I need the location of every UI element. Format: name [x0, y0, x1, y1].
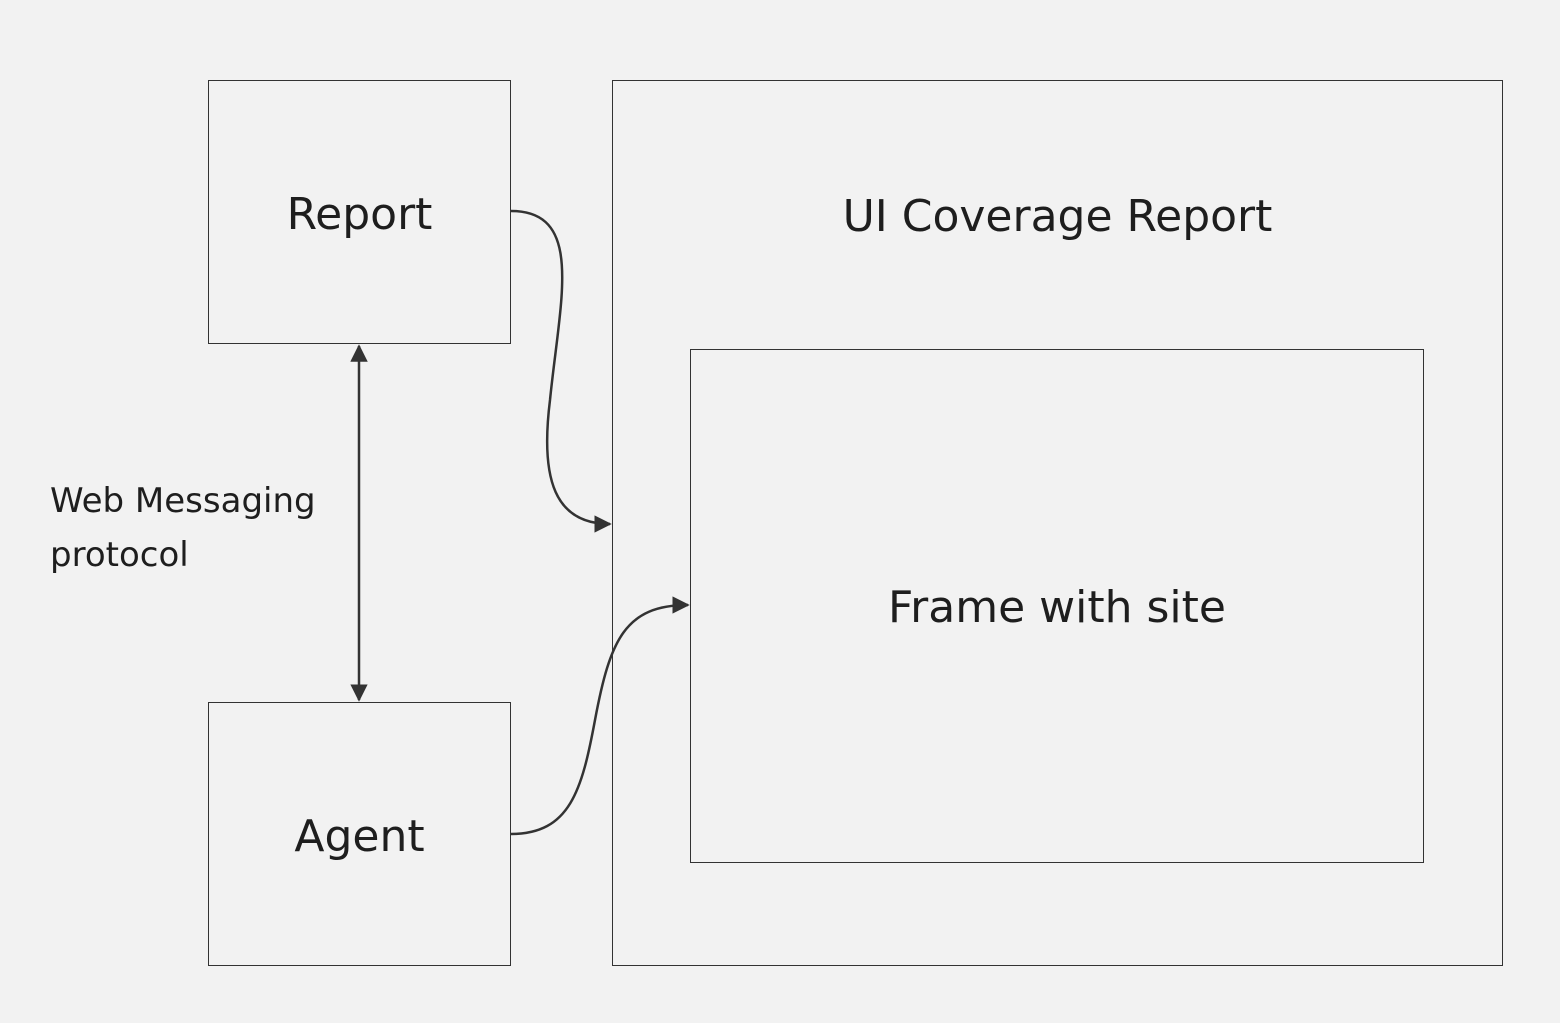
frame-with-site-node[interactable]: Frame with site	[690, 349, 1424, 863]
report-label: Report	[286, 189, 433, 240]
report-node[interactable]: Report	[208, 80, 511, 344]
ui-coverage-report-label: UI Coverage Report	[842, 191, 1273, 242]
ui-coverage-report-node[interactable]: UI Coverage Report	[612, 80, 1503, 966]
agent-label: Agent	[294, 811, 425, 862]
frame-with-site-label: Frame with site	[888, 582, 1226, 633]
web-messaging-edge-label: Web Messaging protocol	[50, 474, 350, 582]
arrow-report-to-coverage	[510, 209, 612, 533]
edge-label-line-2: protocol	[50, 535, 189, 575]
edge-label-line-1: Web Messaging	[50, 481, 316, 521]
agent-node[interactable]: Agent	[208, 702, 511, 966]
